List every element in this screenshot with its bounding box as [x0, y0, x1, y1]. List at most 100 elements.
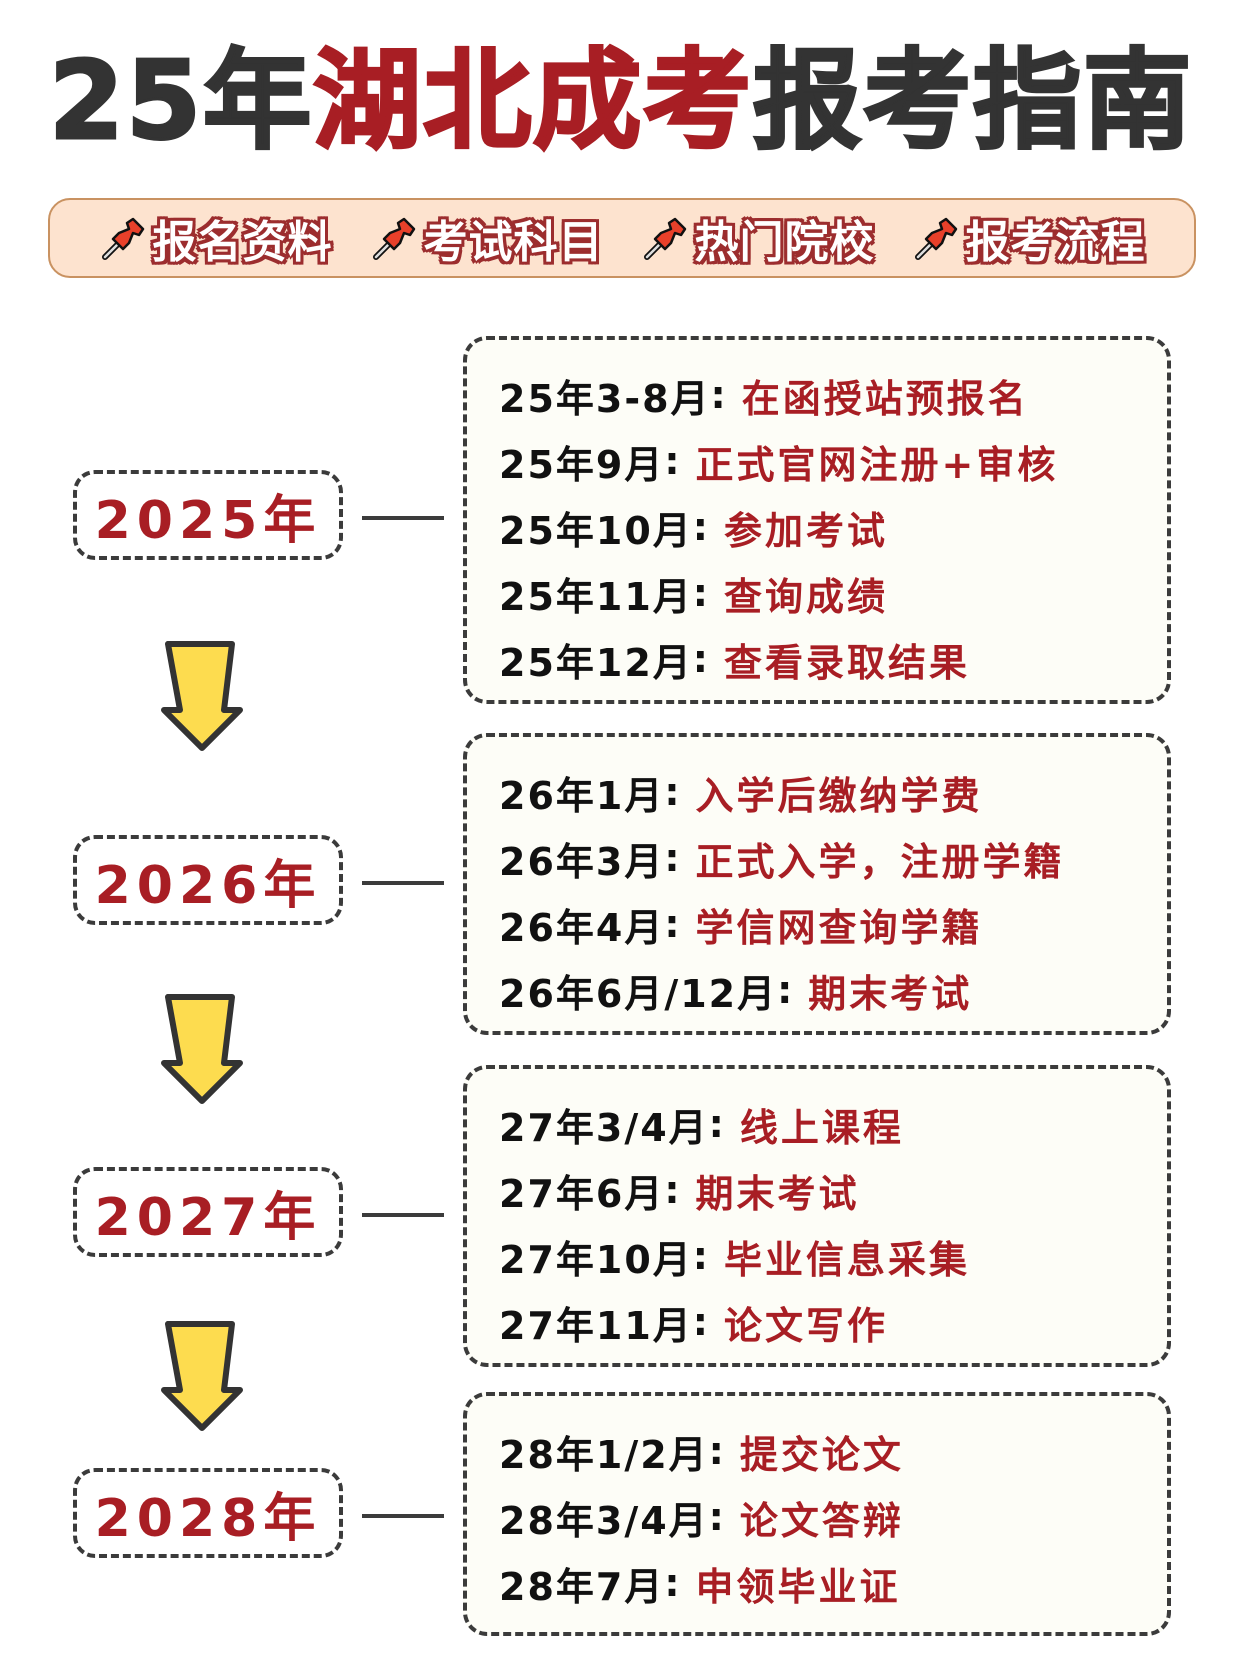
connector-line — [362, 881, 444, 885]
title-prefix: 25年 — [47, 39, 314, 164]
item-separator: : — [692, 637, 708, 681]
tag-popular-schools[interactable]: 热门院校 — [641, 206, 875, 270]
tag-exam-subjects[interactable]: 考试科目 — [370, 206, 604, 270]
item-event: 查看录取结果 — [723, 640, 970, 685]
timeline-item: 28年7月: 申领毕业证 — [499, 1550, 1167, 1616]
item-date: 27年11月 — [499, 1303, 693, 1348]
item-event: 正式入学，注册学籍 — [695, 839, 1065, 884]
item-event: 期末考试 — [808, 971, 973, 1016]
item-date: 26年3月 — [499, 839, 665, 884]
pushpin-icon — [101, 217, 144, 260]
timeline-item: 25年3-8月: 在函授站预报名 — [499, 362, 1167, 428]
item-event: 论文答辩 — [739, 1498, 904, 1543]
timeline-card-2028: 28年1/2月: 提交论文 28年3/4月: 论文答辩 28年7月: 申领毕业证 — [463, 1392, 1171, 1636]
year-label: 2025年 — [94, 490, 322, 551]
year-label: 2028年 — [94, 1488, 322, 1549]
item-event: 正式官网注册+审核 — [695, 442, 1059, 487]
item-separator: : — [692, 1300, 708, 1344]
tag-registration-materials[interactable]: 报名资料 — [99, 206, 333, 270]
item-separator: : — [708, 1495, 724, 1539]
timeline-item: 26年1月: 入学后缴纳学费 — [499, 759, 1167, 825]
timeline-item: 25年10月: 参加考试 — [499, 494, 1167, 560]
item-event: 查询成绩 — [723, 574, 888, 619]
topic-tag-bar: 报名资料 考试科目 热门院校 报考流程 — [48, 198, 1196, 278]
item-separator: : — [708, 1429, 724, 1473]
connector-line — [362, 516, 444, 520]
timeline-card-2026: 26年1月: 入学后缴纳学费 26年3月: 正式入学，注册学籍 26年4月: 学信网查… — [463, 733, 1171, 1035]
item-event: 参加考试 — [723, 508, 888, 553]
timeline-item: 27年6月: 期末考试 — [499, 1157, 1167, 1223]
year-label: 2026年 — [94, 855, 322, 916]
item-separator: : — [664, 1168, 680, 1212]
item-event: 学信网查询学籍 — [695, 905, 983, 950]
timeline-item: 26年3月: 正式入学，注册学籍 — [499, 825, 1167, 891]
item-separator: : — [664, 836, 680, 880]
year-badge-2026: 2026年 — [73, 835, 343, 925]
timeline-card-2027: 27年3/4月: 线上课程 27年6月: 期末考试 27年10月: 毕业信息采集 27… — [463, 1065, 1171, 1367]
timeline-card-2025: 25年3-8月: 在函授站预报名 25年9月: 正式官网注册+审核 25年10月: 参… — [463, 336, 1171, 704]
item-event: 论文写作 — [723, 1303, 888, 1348]
pushpin-icon — [643, 217, 686, 260]
item-date: 27年3/4月 — [499, 1105, 709, 1150]
timeline-item: 27年10月: 毕业信息采集 — [499, 1223, 1167, 1289]
connector-line — [362, 1213, 444, 1217]
year-badge-2028: 2028年 — [73, 1468, 343, 1558]
item-date: 28年7月 — [499, 1564, 665, 1609]
pushpin-icon — [372, 217, 415, 260]
item-date: 28年3/4月 — [499, 1498, 709, 1543]
year-badge-2027: 2027年 — [73, 1167, 343, 1257]
tag-label: 报名资料 — [152, 217, 333, 268]
down-arrow-icon — [161, 641, 243, 751]
year-label: 2027年 — [94, 1187, 322, 1248]
connector-line — [362, 1514, 444, 1518]
year-badge-2025: 2025年 — [73, 470, 343, 560]
item-event: 线上课程 — [739, 1105, 904, 1150]
timeline-item: 27年11月: 论文写作 — [499, 1289, 1167, 1355]
item-separator: : — [710, 373, 726, 417]
item-separator: : — [664, 902, 680, 946]
item-event: 入学后缴纳学费 — [695, 773, 983, 818]
item-date: 25年3-8月 — [499, 376, 711, 421]
timeline-item: 25年9月: 正式官网注册+审核 — [499, 428, 1167, 494]
page-title: 25年湖北成考报考指南 — [0, 46, 1242, 157]
item-event: 在函授站预报名 — [741, 376, 1029, 421]
timeline-item: 26年6月/12月: 期末考试 — [499, 957, 1167, 1023]
item-separator: : — [692, 571, 708, 615]
tag-label: 考试科目 — [423, 217, 604, 268]
item-separator: : — [664, 770, 680, 814]
item-separator: : — [692, 1234, 708, 1278]
item-date: 27年10月 — [499, 1237, 693, 1282]
item-date: 28年1/2月 — [499, 1432, 709, 1477]
item-date: 25年12月 — [499, 640, 693, 685]
timeline-item: 25年11月: 查询成绩 — [499, 560, 1167, 626]
item-date: 25年10月 — [499, 508, 693, 553]
item-date: 25年11月 — [499, 574, 693, 619]
tag-label: 热门院校 — [694, 217, 875, 268]
item-separator: : — [777, 968, 793, 1012]
down-arrow-icon — [161, 1321, 243, 1431]
item-separator: : — [664, 1561, 680, 1605]
tag-label: 报考流程 — [965, 217, 1146, 268]
timeline-item: 28年3/4月: 论文答辩 — [499, 1484, 1167, 1550]
item-separator: : — [692, 505, 708, 549]
item-event: 期末考试 — [695, 1171, 860, 1216]
down-arrow-icon — [161, 994, 243, 1104]
item-separator: : — [664, 439, 680, 483]
timeline-item: 27年3/4月: 线上课程 — [499, 1091, 1167, 1157]
item-event: 申领毕业证 — [695, 1564, 901, 1609]
title-suffix: 报考指南 — [752, 39, 1194, 164]
tag-application-process[interactable]: 报考流程 — [912, 206, 1146, 270]
pushpin-icon — [914, 217, 957, 260]
timeline-item: 26年4月: 学信网查询学籍 — [499, 891, 1167, 957]
item-separator: : — [708, 1102, 724, 1146]
item-date: 26年6月/12月 — [499, 971, 778, 1016]
timeline-item: 28年1/2月: 提交论文 — [499, 1418, 1167, 1484]
item-event: 毕业信息采集 — [723, 1237, 970, 1282]
item-date: 26年1月 — [499, 773, 665, 818]
title-accent: 湖北成考 — [312, 39, 754, 164]
item-date: 26年4月 — [499, 905, 665, 950]
item-event: 提交论文 — [739, 1432, 904, 1477]
item-date: 25年9月 — [499, 442, 665, 487]
item-date: 27年6月 — [499, 1171, 665, 1216]
timeline-item: 25年12月: 查看录取结果 — [499, 626, 1167, 692]
